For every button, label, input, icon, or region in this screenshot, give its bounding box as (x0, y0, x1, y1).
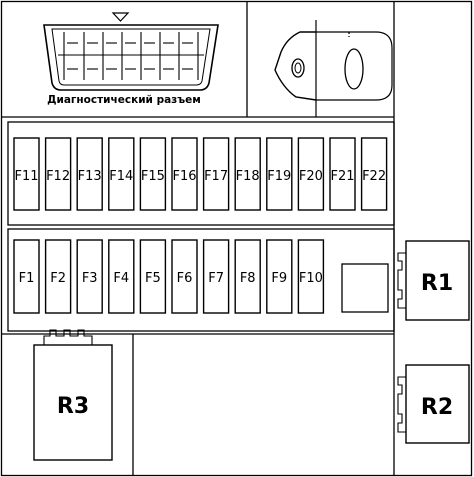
fuse-f9: F9 (266, 239, 293, 314)
fuse-body (234, 137, 261, 211)
fuse-f16: F16 (171, 137, 198, 211)
relay-r2-label: R2 (421, 395, 453, 420)
relay-r3-label: R3 (57, 394, 89, 419)
fuse-label: F8 (240, 271, 256, 286)
fuse-label: F15 (141, 169, 165, 184)
fuse-f2: F2 (44, 239, 72, 314)
fuse-f17: F17 (202, 137, 230, 211)
fuse-f10: F10 (297, 239, 325, 314)
fuse-label: F17 (204, 169, 228, 184)
fuse-row-top: F11 F12 F13 F14 F15 F16 F17 F18 F19 F20 F21 F22 (13, 137, 388, 211)
fuse-label: F10 (299, 271, 323, 286)
empty-slot (341, 263, 389, 313)
fuse-f5: F5 (139, 239, 167, 314)
fuse-f3: F3 (76, 239, 103, 314)
fuse-body (171, 137, 198, 211)
fuse-label: F18 (236, 169, 260, 184)
fuse-label: F9 (271, 271, 287, 286)
fuse-label: F6 (177, 271, 193, 286)
fuse-body (234, 239, 261, 314)
relay-r3: R3 (33, 329, 113, 461)
fuse-label: F3 (82, 271, 98, 286)
fuse-label: F1 (19, 271, 35, 286)
fuse-body (202, 137, 230, 211)
fuse-label: F19 (267, 169, 291, 184)
fuse-f4: F4 (108, 239, 135, 314)
fuse-body (139, 137, 167, 211)
fuse-f14: F14 (108, 137, 135, 211)
diagnostic-pin-grid (58, 32, 204, 80)
diagnostic-connector: Диагностический разъем (43, 12, 219, 106)
fuse-body (44, 137, 72, 211)
relay-r1: R1 (397, 240, 470, 321)
fuse-body (108, 137, 135, 211)
fuse-body (266, 239, 293, 314)
fuse-body (44, 239, 72, 314)
fuse-f22: F22 (360, 137, 388, 211)
fuse-f20: F20 (297, 137, 325, 211)
fuse-f12: F12 (44, 137, 72, 211)
fuse-body (329, 137, 356, 211)
fuse-label: F14 (109, 169, 133, 184)
fuse-label: F2 (50, 271, 66, 286)
fuse-f7: F7 (202, 239, 230, 314)
fuse-f19: F19 (266, 137, 293, 211)
fuse-body (266, 137, 293, 211)
bracket-hole-large (344, 48, 364, 90)
fuse-f13: F13 (76, 137, 103, 211)
fuse-label: F13 (78, 169, 102, 184)
diagnostic-connector-label: Диагностический разъем (47, 94, 201, 106)
fuse-f1: F1 (13, 239, 40, 314)
fuse-f15: F15 (139, 137, 167, 211)
fuse-body (297, 137, 325, 211)
fuse-body (76, 239, 103, 314)
fuse-label: F16 (172, 169, 196, 184)
fuse-body (13, 137, 40, 211)
fuse-label: F20 (299, 169, 323, 184)
fuse-body (108, 239, 135, 314)
fuse-label: F21 (330, 169, 354, 184)
fuse-body (76, 137, 103, 211)
relay-r1-label: R1 (421, 271, 453, 296)
mounting-bracket (274, 20, 393, 117)
relay-r2: R2 (397, 364, 470, 444)
fuse-label: F4 (113, 271, 129, 286)
fuse-label: F11 (14, 169, 38, 184)
fuse-f11: F11 (13, 137, 40, 211)
fuse-row-bottom: F1 F2 F3 F4 F5 F6 F7 F8 F9 F10 (13, 239, 325, 314)
fuse-body (139, 239, 167, 314)
fuse-row-top-frame (7, 121, 395, 226)
fuse-f8: F8 (234, 239, 261, 314)
fuse-label: F7 (208, 271, 224, 286)
fuse-label: F12 (46, 169, 70, 184)
fuse-body (171, 239, 198, 314)
fuse-f6: F6 (171, 239, 198, 314)
fuse-row-bottom-frame (7, 228, 395, 332)
fuse-body (297, 239, 325, 314)
fuse-label: F5 (145, 271, 161, 286)
fuse-body (202, 239, 230, 314)
fuse-f18: F18 (234, 137, 261, 211)
fuse-body (360, 137, 388, 211)
fuse-label: F22 (362, 169, 386, 184)
bracket-hole-small (291, 58, 305, 78)
fuse-body (13, 239, 40, 314)
fuse-f21: F21 (329, 137, 356, 211)
